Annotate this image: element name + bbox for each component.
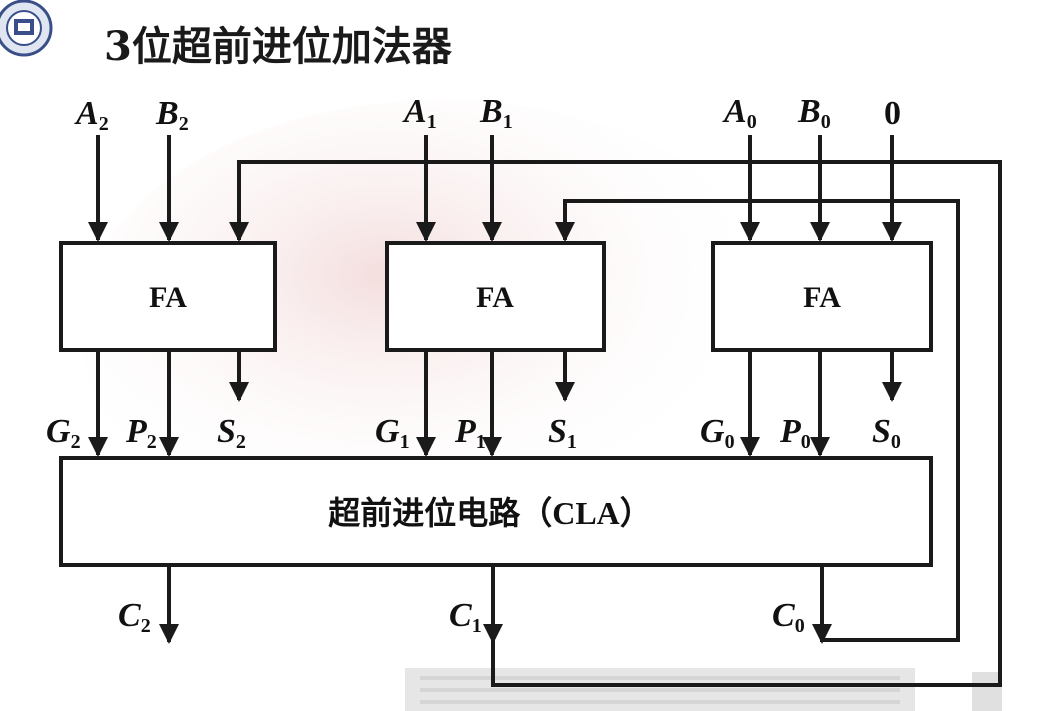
- g2-label: G2: [46, 413, 81, 453]
- fa0-label: FA: [803, 281, 841, 314]
- input-b1-label: B1: [479, 93, 513, 133]
- input-b0-label: B0: [797, 93, 831, 133]
- input-b2-label: B2: [155, 95, 189, 135]
- full-adder-1: [385, 241, 606, 352]
- p1-label: P1: [454, 413, 486, 453]
- fa2-label: FA: [149, 281, 187, 314]
- s1-label: S1: [548, 413, 577, 453]
- c1-feedback-wire: [229, 160, 1002, 687]
- cla-label: 超前进位电路（CLA）: [328, 495, 652, 531]
- input-a0-label: A0: [722, 93, 757, 133]
- building-watermark: [405, 668, 1002, 711]
- page-title: 3位超前进位加法器: [104, 23, 452, 70]
- university-logo: [0, 0, 53, 57]
- g0-label: G0: [700, 413, 735, 453]
- p0-label: P0: [779, 413, 811, 453]
- g1-label: G1: [375, 413, 410, 453]
- c1-label: C1: [449, 597, 482, 637]
- full-adder-2: [59, 241, 277, 352]
- cla-circuit-box: [59, 456, 933, 567]
- p2-label: P2: [125, 413, 157, 453]
- full-adder-0: [711, 241, 933, 352]
- fa1-label: FA: [476, 281, 514, 314]
- c0-label: C0: [772, 597, 805, 637]
- input-a1-label: A1: [402, 93, 437, 133]
- s2-label: S2: [217, 413, 246, 453]
- c2-label: C2: [118, 597, 151, 637]
- s0-label: S0: [872, 413, 901, 453]
- input-a2-label: A2: [74, 95, 109, 135]
- carry-in-label: 0: [884, 95, 901, 132]
